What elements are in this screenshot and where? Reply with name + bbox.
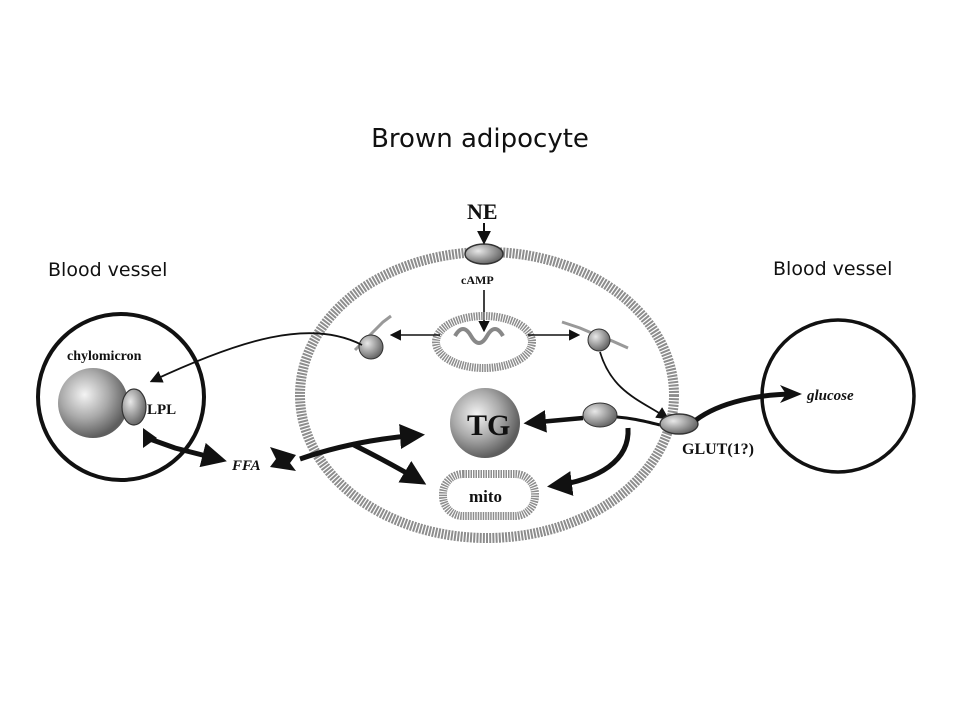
mito-label: mito bbox=[469, 487, 502, 506]
lpl-transport-arrow bbox=[149, 332, 363, 383]
ffa-label: FFA bbox=[231, 458, 261, 474]
ffa-to-tg-arrow bbox=[299, 424, 425, 462]
lpl-label: LPL bbox=[147, 402, 176, 418]
camp-label: cAMP bbox=[461, 273, 494, 287]
left-ribosome bbox=[358, 334, 384, 360]
glycerol-enzyme bbox=[582, 402, 618, 428]
ffa-release-tail bbox=[143, 428, 157, 448]
glucose-label: glucose bbox=[806, 388, 854, 404]
lpl-enzyme bbox=[121, 388, 147, 426]
ne-label: NE bbox=[467, 199, 498, 224]
glucose-arrowhead bbox=[780, 385, 802, 403]
page-title: Brown adipocyte bbox=[371, 124, 589, 154]
ffa-release-arrow bbox=[146, 435, 227, 468]
cell-membrane bbox=[295, 247, 679, 543]
glut-transport-arrow bbox=[599, 351, 670, 420]
tg-droplet bbox=[450, 388, 520, 458]
tg-label: TG bbox=[467, 409, 510, 442]
chylomicron-particle bbox=[58, 368, 128, 438]
ffa-transporter bbox=[270, 447, 296, 471]
enzyme-to-tg-arrow bbox=[523, 410, 584, 433]
glut-transporter bbox=[659, 413, 699, 435]
mitochondrion bbox=[439, 470, 539, 520]
blood-vessel-left-label: Blood vessel bbox=[48, 259, 168, 281]
glut-to-enzyme-arrow bbox=[616, 415, 661, 427]
nucleus bbox=[432, 312, 536, 372]
right-ribosome bbox=[587, 328, 611, 352]
left-blood-vessel bbox=[36, 312, 206, 482]
chylomicron-label: chylomicron bbox=[67, 349, 142, 364]
blood-vessel-right-label: Blood vessel bbox=[773, 258, 893, 280]
ne-receptor bbox=[464, 243, 504, 265]
glucose-path bbox=[694, 391, 796, 423]
dna-strand bbox=[453, 327, 505, 345]
glut-to-mito-arrow bbox=[547, 427, 631, 496]
glut-label: GLUT(1?) bbox=[682, 441, 754, 458]
ffa-to-mito-arrow bbox=[350, 441, 427, 485]
